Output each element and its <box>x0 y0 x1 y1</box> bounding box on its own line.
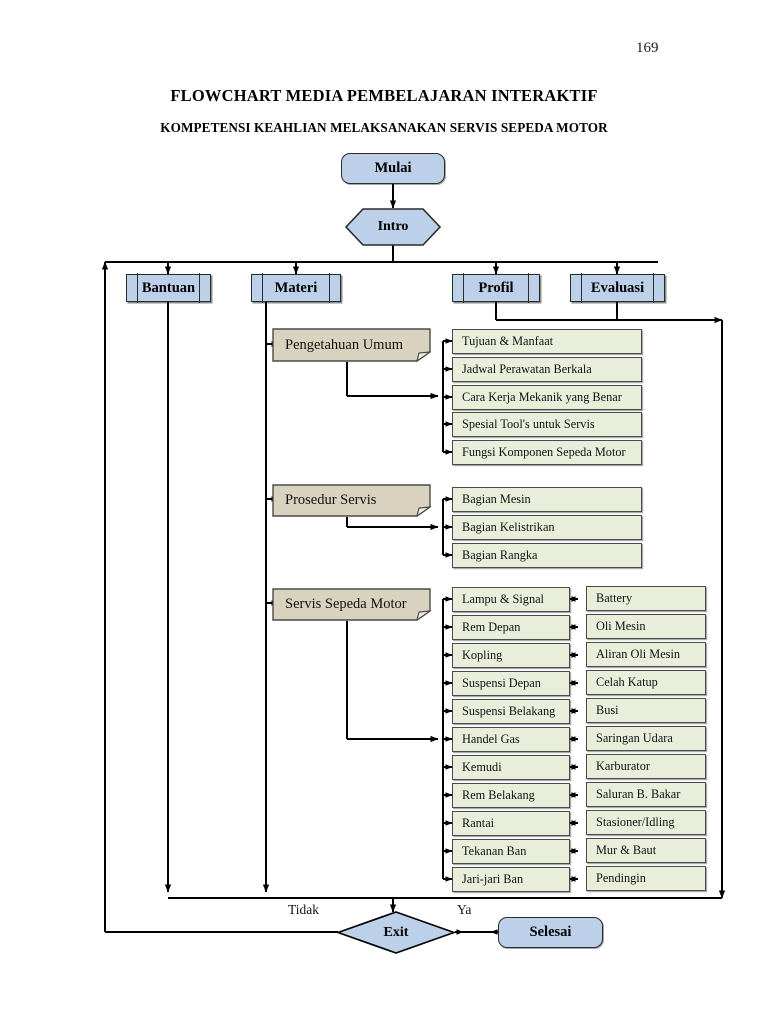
leaf-item[interactable]: Fungsi Komponen Sepeda Motor <box>452 440 642 465</box>
menu-button-evaluasi[interactable]: Evaluasi <box>570 273 665 303</box>
group-prosedur-servis[interactable]: Prosedur Servis <box>272 484 431 517</box>
leaf-item-label: Saringan Udara <box>596 731 673 745</box>
leaf-item[interactable]: Lampu & Signal <box>452 587 570 612</box>
leaf-item-label: Bagian Mesin <box>462 492 531 506</box>
leaf-item[interactable]: Kemudi <box>452 755 570 780</box>
leaf-item-label: Spesial Tool's untuk Servis <box>462 417 595 431</box>
menu-button-bantuan-label: Bantuan <box>141 279 196 296</box>
edge-label-ya: Ya <box>457 902 472 917</box>
leaf-item[interactable]: Bagian Mesin <box>452 487 642 512</box>
page-subtitle: KOMPETENSI KEAHLIAN MELAKSANAKAN SERVIS … <box>160 120 608 135</box>
node-selesai-label: Selesai <box>529 924 572 940</box>
edge-label-tidak: Tidak <box>288 902 320 917</box>
leaf-item-label: Aliran Oli Mesin <box>596 647 681 661</box>
leaf-item-label: Bagian Kelistrikan <box>462 520 555 534</box>
leaf-item[interactable]: Saringan Udara <box>586 726 706 751</box>
leaf-item[interactable]: Jadwal Perawatan Berkala <box>452 357 642 382</box>
node-intro[interactable]: Intro <box>345 208 441 246</box>
leaf-item-label: Saluran B. Bakar <box>596 787 681 801</box>
leaf-item-label: Cara Kerja Mekanik yang Benar <box>462 390 622 404</box>
leaf-item[interactable]: Karburator <box>586 754 706 779</box>
leaf-item-label: Tekanan Ban <box>462 844 527 858</box>
node-mulai-label: Mulai <box>374 160 412 176</box>
leaf-item[interactable]: Celah Katup <box>586 670 706 695</box>
leaf-item-label: Rem Depan <box>462 620 521 634</box>
leaf-item[interactable]: Rem Belakang <box>452 783 570 808</box>
leaf-item[interactable]: Stasioner/Idling <box>586 810 706 835</box>
leaf-item-label: Jari-jari Ban <box>462 872 524 886</box>
menu-button-profil[interactable]: Profil <box>452 273 540 303</box>
leaf-item[interactable]: Bagian Rangka <box>452 543 642 568</box>
leaf-item[interactable]: Tekanan Ban <box>452 839 570 864</box>
leaf-item[interactable]: Rantai <box>452 811 570 836</box>
leaf-item-label: Stasioner/Idling <box>596 815 675 829</box>
leaf-item-label: Pendingin <box>596 871 646 885</box>
leaf-item[interactable]: Jari-jari Ban <box>452 867 570 892</box>
leaf-item-label: Suspensi Belakang <box>462 704 556 718</box>
leaf-item[interactable]: Aliran Oli Mesin <box>586 642 706 667</box>
leaf-item-label: Suspensi Depan <box>462 676 541 690</box>
leaf-item-label: Celah Katup <box>596 675 658 689</box>
leaf-item-label: Rem Belakang <box>462 788 535 802</box>
leaf-item-label: Battery <box>596 591 633 605</box>
leaf-item-label: Rantai <box>462 816 495 830</box>
leaf-item[interactable]: Pendingin <box>586 866 706 891</box>
leaf-item[interactable]: Cara Kerja Mekanik yang Benar <box>452 385 642 410</box>
leaf-item-label: Karburator <box>596 759 650 773</box>
leaf-item[interactable]: Mur & Baut <box>586 838 706 863</box>
leaf-item[interactable]: Handel Gas <box>452 727 570 752</box>
leaf-item-label: Bagian Rangka <box>462 548 538 562</box>
menu-button-profil-label: Profil <box>478 279 514 296</box>
leaf-item-label: Mur & Baut <box>596 843 657 857</box>
menu-button-materi[interactable]: Materi <box>251 273 341 303</box>
leaf-item[interactable]: Saluran B. Bakar <box>586 782 706 807</box>
leaf-item-label: Handel Gas <box>462 732 520 746</box>
page-title: FLOWCHART MEDIA PEMBELAJARAN INTERAKTIF <box>170 86 598 105</box>
group-servis-sepeda-motor[interactable]: Servis Sepeda Motor <box>272 588 431 621</box>
leaf-item[interactable]: Busi <box>586 698 706 723</box>
node-mulai[interactable]: Mulai <box>341 153 445 184</box>
menu-button-bantuan[interactable]: Bantuan <box>126 273 211 303</box>
leaf-item-label: Jadwal Perawatan Berkala <box>462 362 592 376</box>
leaf-item-label: Kopling <box>462 648 503 662</box>
leaf-item-label: Tujuan & Manfaat <box>462 334 554 348</box>
leaf-item[interactable]: Rem Depan <box>452 615 570 640</box>
menu-button-materi-label: Materi <box>274 279 318 296</box>
leaf-item-label: Lampu & Signal <box>462 592 544 606</box>
node-selesai[interactable]: Selesai <box>498 917 603 948</box>
leaf-item[interactable]: Suspensi Depan <box>452 671 570 696</box>
page-number: 169 <box>636 40 659 56</box>
leaf-item-label: Kemudi <box>462 760 502 774</box>
group-pengetahuan-umum[interactable]: Pengetahuan Umum <box>272 328 431 362</box>
menu-button-evaluasi-label: Evaluasi <box>590 279 645 296</box>
leaf-item[interactable]: Kopling <box>452 643 570 668</box>
leaf-item[interactable]: Battery <box>586 586 706 611</box>
leaf-item[interactable]: Suspensi Belakang <box>452 699 570 724</box>
leaf-item[interactable]: Tujuan & Manfaat <box>452 329 642 354</box>
leaf-item-label: Oli Mesin <box>596 619 646 633</box>
leaf-item-label: Busi <box>596 703 619 717</box>
node-exit[interactable]: Exit <box>337 911 455 954</box>
leaf-item[interactable]: Spesial Tool's untuk Servis <box>452 412 642 437</box>
leaf-item[interactable]: Oli Mesin <box>586 614 706 639</box>
leaf-item-label: Fungsi Komponen Sepeda Motor <box>462 445 626 459</box>
leaf-item[interactable]: Bagian Kelistrikan <box>452 515 642 540</box>
